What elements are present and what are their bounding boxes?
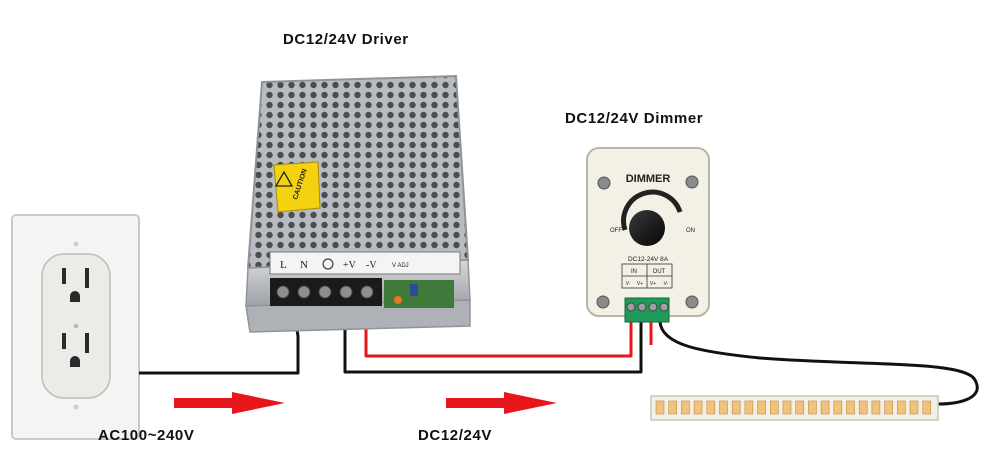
outlet-receptacle-bottom [62,333,89,367]
dimmer-pin-1: V- [626,281,631,287]
dimmer-name: DIMMER [626,173,671,185]
dimmer-title: DC12/24V Dimmer [565,110,704,127]
output-black-wire [658,321,979,406]
dimmer-terminal-block [624,297,670,323]
led-chip [858,400,868,415]
led-chip [681,400,690,415]
dimmer-out-label: OUT [653,269,666,275]
dimmer-pin-2: V+ [637,281,643,287]
dimmer-in-label: IN [631,269,637,275]
screw-top-right [685,175,699,189]
terminal-label-n: N [300,259,308,271]
led-chip [820,400,830,415]
dc-red-wire [364,305,633,358]
dimmer-knob[interactable] [629,210,665,246]
terminal-block [270,278,382,306]
ground-icon [322,258,334,270]
led-strip [650,395,939,421]
dc-output-label: DC12/24V [418,427,493,444]
dimmer-on-label: ON [686,228,695,234]
led-chip [719,400,728,415]
led-chip [833,400,843,415]
dimmer-off-label: OFF [610,228,622,234]
screw-top-left [597,176,611,190]
led-chip [655,400,665,415]
dimmer-pin-4: V- [664,281,669,287]
wall-outlet [11,214,140,440]
led-chip [744,400,754,415]
led-chip [782,400,792,415]
terminal-label-vadj: V ADJ [392,263,409,269]
terminal-label-vplus: +V [343,260,357,271]
dimmer-rating: DC12-24V 8A [628,256,669,263]
led-chip [769,400,779,415]
led-chip [795,400,805,415]
flow-arrow-dc [446,392,557,414]
led-chip [757,400,766,415]
led-chip [668,400,678,415]
dimmer-module: DIMMER OFF ON DC12-24V 8A IN OUT V- V+ V… [586,147,710,323]
screw-bottom-left [596,295,610,309]
led-chip [693,400,703,415]
power-supply: CAUTION L N +V -V V ADJ [245,74,471,333]
driver-title: DC12/24V Driver [283,31,409,48]
outlet-receptacle-top [62,268,89,302]
led-chip [922,400,932,415]
led-chip [706,400,716,415]
led-chip [884,400,893,415]
led-chips [655,400,932,415]
led-chip [896,400,906,415]
warning-label: CAUTION [273,161,321,213]
ac-input-label: AC100~240V [98,427,195,444]
dc-black-wire [343,305,643,374]
led-chip [846,400,855,415]
terminal-label-l: L [280,259,287,271]
dimmer-scale-arc [621,189,683,231]
flow-arrow-ac [174,392,285,414]
terminal-label-vminus: -V [366,260,377,271]
screw-bottom-right [685,295,699,309]
led-chip [909,400,919,415]
led-chip [731,400,741,415]
dimmer-pin-3: V+ [650,281,656,287]
led-chip [871,400,881,415]
led-chip [808,400,817,415]
